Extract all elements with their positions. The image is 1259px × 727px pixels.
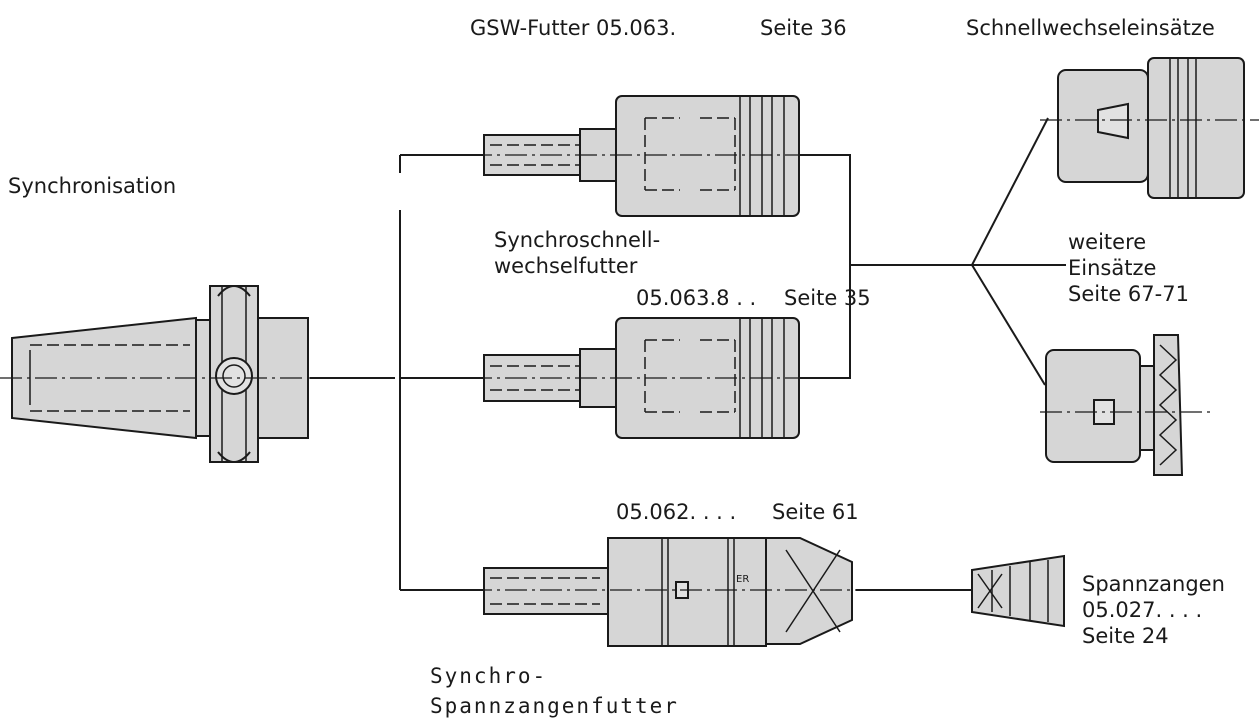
synchro-quick-change-label-line1: Synchroschnell- — [494, 228, 660, 253]
synchro-collet-chuck-label-line1: Synchro- — [430, 664, 547, 689]
middle-chuck-code: 05.063.8 . . — [636, 286, 756, 311]
middle-chuck-page-ref: Seite 35 — [784, 286, 871, 311]
er-mark: ER — [736, 574, 749, 585]
further-inserts-line1: weitere — [1068, 230, 1146, 255]
synchronisation-label: Synchronisation — [8, 174, 176, 199]
collet — [972, 556, 1064, 626]
spindle-taper-holder — [0, 286, 320, 462]
collets-label: Spannzangen — [1082, 572, 1225, 597]
quick-change-insert-top — [1040, 58, 1259, 198]
synchro-collet-chuck-label-line2: Spannzangenfutter — [430, 694, 679, 719]
gsw-futter-label: GSW-Futter 05.063. — [470, 16, 676, 41]
further-inserts-page-ref: Seite 67-71 — [1068, 282, 1189, 307]
quick-change-inserts-title: Schnellwechseleinsätze — [966, 16, 1215, 41]
synchro-collet-chuck: ER — [470, 538, 860, 646]
collets-page-ref: Seite 24 — [1082, 624, 1169, 649]
synchro-quick-change-label-line2: wechselfutter — [494, 254, 637, 279]
gsw-page-ref: Seite 36 — [760, 16, 847, 41]
synchro-quick-change-chuck — [470, 318, 820, 438]
further-inserts-line2: Einsätze — [1068, 256, 1156, 281]
collet-chuck-page-ref: Seite 61 — [772, 500, 859, 525]
gsw-chuck-top — [470, 96, 820, 216]
collets-code: 05.027. . . . — [1082, 598, 1202, 623]
quick-change-insert-bottom — [1040, 335, 1210, 475]
collet-chuck-code: 05.062. . . . — [616, 500, 736, 525]
